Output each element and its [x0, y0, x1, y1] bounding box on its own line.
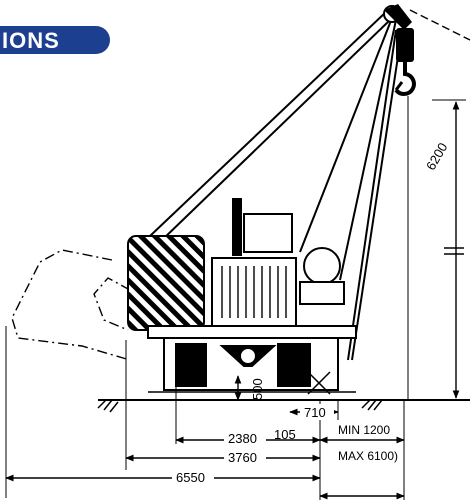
- counterweight-swing-outline: [11, 249, 131, 361]
- max-reach-value: MAX 6100): [338, 449, 398, 463]
- ground-clearance-dimension: 500: [234, 375, 265, 401]
- track-frame: [148, 371, 356, 395]
- overall-track-value: 3760: [228, 450, 257, 465]
- hook-block: [394, 28, 416, 96]
- hook-height-value: 6200: [423, 140, 450, 173]
- min-reach-value: MIN 1200: [338, 423, 390, 437]
- total-length-value: 6550: [176, 470, 205, 485]
- winch-drum: [299, 247, 345, 305]
- undercarriage: [147, 325, 357, 391]
- reach-dimensions: MIN 1200 MAX 6100): [319, 423, 405, 463]
- counterweight-reach-value: 2380: [228, 431, 257, 446]
- max-reach-arc: [409, 9, 471, 41]
- total-length-dimension: 6550: [5, 468, 321, 485]
- radiator-grille: [221, 266, 287, 318]
- exhaust-stack: [232, 198, 242, 256]
- track-offset-dimension: 710: [289, 404, 339, 420]
- clearance-value: 500: [250, 378, 265, 400]
- section-banner: IONS: [0, 26, 110, 54]
- track-offset-value: 710: [304, 405, 326, 420]
- ground-line: [97, 399, 470, 413]
- boom: [149, 11, 403, 361]
- overall-track-dimension: 3760: [125, 448, 321, 465]
- boom-tip: [383, 4, 412, 30]
- counterweight: [127, 235, 205, 331]
- banner-title: IONS: [2, 28, 60, 53]
- counterweight-reach-dimension: 2380 105: [175, 427, 321, 446]
- gap-value: 105: [274, 427, 296, 442]
- hook-height-dimension: 6200: [423, 101, 464, 399]
